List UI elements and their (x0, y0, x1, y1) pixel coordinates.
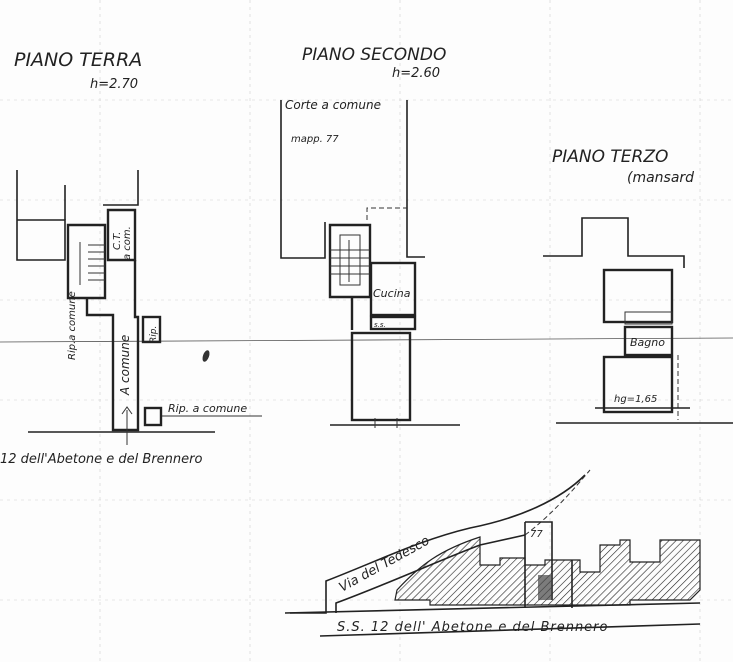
label-ss: s.s. (374, 321, 386, 329)
piano-terra-plan: PIANO TERRA h=2.70 C.T. a com. Rip.a com… (0, 49, 262, 467)
label-mapp: mapp. 77 (291, 134, 339, 145)
piano-terzo-title: PIANO TERZO (552, 147, 668, 167)
label-a-comune: A comune (118, 335, 132, 396)
piano-secondo-height: h=2.60 (392, 66, 440, 81)
piano-terzo-plan: PIANO TERZO (mansard Bagno hg=1,65 (543, 147, 733, 424)
label-corte: Corte a comune (285, 98, 381, 112)
piano-terzo-subtitle: (mansard (627, 170, 694, 186)
label-hg: hg=1,65 (614, 394, 657, 405)
label-parcel-77: 77 (530, 529, 543, 540)
piano-terra-title: PIANO TERRA (14, 49, 142, 71)
label-rip-a-comune: Rip. a comune (168, 402, 247, 415)
label-a-com: a com. (122, 226, 133, 260)
label-ct: C.T. (112, 232, 123, 250)
piano-secondo-title: PIANO SECONDO (302, 45, 446, 65)
label-bagno: Bagno (630, 336, 665, 349)
stairs (330, 234, 370, 286)
label-cucina: Cucina (373, 287, 411, 300)
piano-secondo-plan: PIANO SECONDO h=2.60 Corte a comune mapp… (280, 45, 460, 428)
label-rip-a-comune-vertical: Rip.a comune (67, 291, 78, 360)
piano-terra-height: h=2.70 (90, 77, 138, 92)
stairs (79, 242, 105, 285)
site-plan: 77 Via del Tedesco S.S. 12 dell' Abetone… (284, 469, 701, 637)
label-ss12: S.S. 12 dell' Abetone e del Brennero (337, 620, 608, 635)
piano-terra-street: 12 dell'Abetone e del Brennero (0, 452, 202, 467)
label-rip: Rip. (149, 326, 159, 343)
